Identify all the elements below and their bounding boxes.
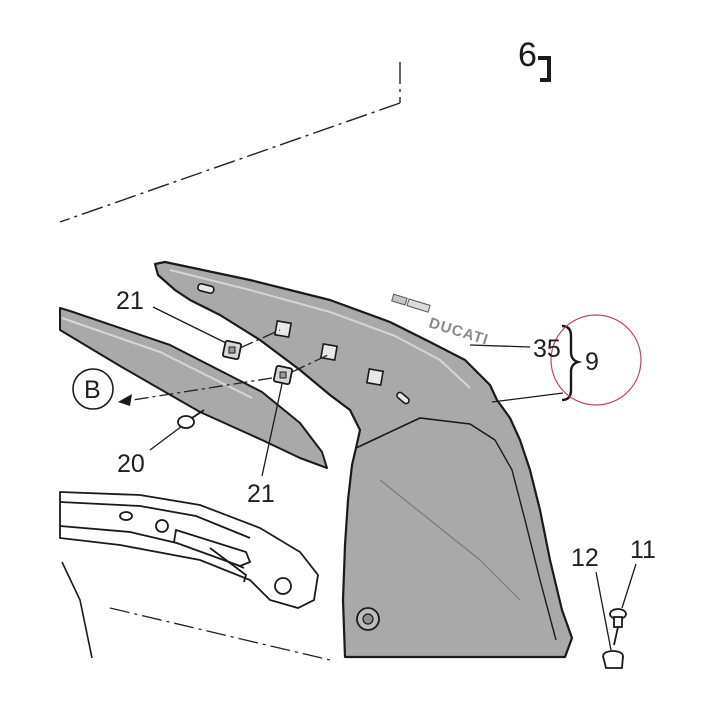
left-trim-highlight (61, 317, 253, 399)
side-fairing-panel (153, 260, 574, 659)
callout-leader-lines (149, 306, 637, 651)
panel-fold-line (355, 417, 496, 449)
cropped-fragment-label: 6 (518, 36, 537, 74)
highlight-circle (550, 314, 642, 406)
callout-21-top: 21 (116, 287, 144, 315)
view-b-label: B (84, 376, 101, 404)
grouping-brace (561, 324, 583, 402)
panel-fastener-hole-inner (362, 613, 374, 625)
callout-21-bottom: 21 (247, 480, 275, 508)
callout-12: 12 (571, 544, 599, 572)
callout-11: 11 (630, 536, 656, 564)
brand-decal-text: DUCATI (427, 315, 491, 349)
frame-tube-line (61, 561, 93, 659)
mounting-bracket (59, 491, 319, 609)
bottom-axis-line (109, 607, 331, 661)
bolt-and-washer-parts (602, 608, 627, 669)
clip-nut-hole (228, 346, 236, 354)
section-boundary-lines (59, 62, 401, 223)
view-b-arrow-head (118, 394, 132, 406)
callout-35: 35 (533, 335, 561, 363)
callout-20: 20 (117, 450, 145, 478)
brand-decal (391, 293, 431, 313)
panel-top-highlight (169, 269, 471, 389)
left-trim-strip (59, 307, 328, 469)
screw-part (177, 409, 205, 429)
panel-surface-line (379, 479, 521, 601)
clip-nut-hole (279, 371, 287, 379)
panel-mounting-slots (197, 282, 410, 405)
view-b-marker (72, 368, 114, 410)
callout-9: 9 (585, 348, 599, 376)
cropped-bracket-fragment (538, 56, 551, 82)
assembly-alignment-lines (119, 329, 329, 403)
panel-edge-line (494, 439, 557, 641)
